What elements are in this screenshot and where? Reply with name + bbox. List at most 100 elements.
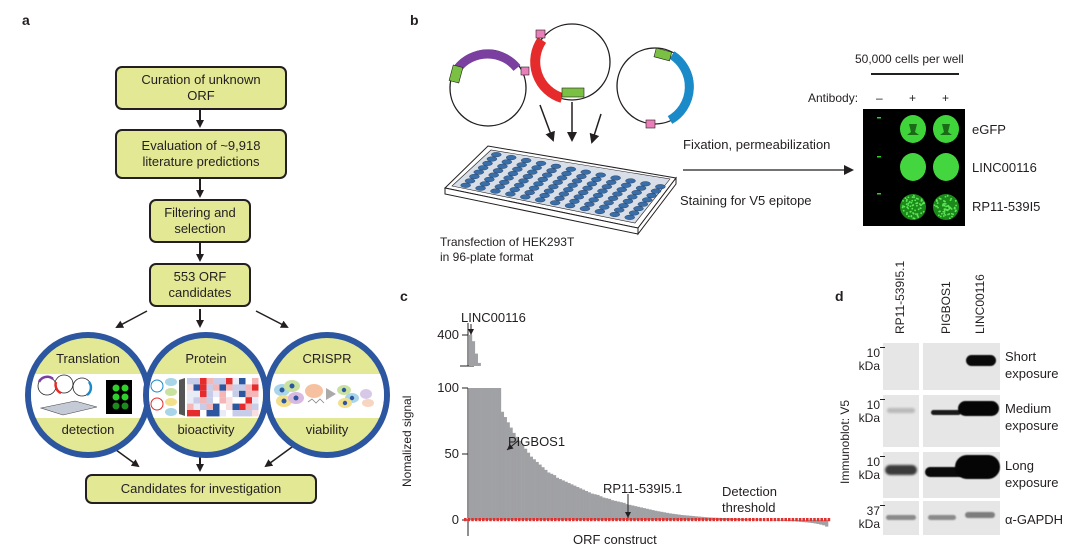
signal-bar (610, 500, 615, 520)
signal-bar (561, 480, 565, 520)
threshold-dot (514, 518, 517, 522)
chart-y-label: Nomalized signal (400, 395, 414, 487)
threshold-dot (608, 518, 611, 522)
threshold-dot (719, 518, 723, 522)
threshold-dot (604, 518, 607, 522)
transfection-illustration (443, 23, 854, 236)
cells-per-well-label: 50,000 cells per well (855, 52, 964, 66)
threshold-dot (741, 518, 744, 522)
heatmap-cell (193, 384, 200, 391)
signal-bar (469, 388, 473, 520)
signal-bar (660, 511, 664, 520)
threshold-dot (669, 518, 672, 522)
signal-bar (584, 490, 589, 520)
plate-well (576, 174, 587, 180)
signal-bar (648, 509, 652, 520)
speckle (942, 210, 945, 213)
speckle (954, 207, 956, 210)
speckle (919, 207, 922, 210)
panel-c-letter: c (400, 288, 408, 304)
speckle (948, 213, 951, 215)
blot-strip-right (923, 343, 1000, 390)
signal-bar (526, 452, 531, 520)
speckle (936, 205, 938, 208)
plate-well (548, 184, 559, 190)
speckle (943, 200, 945, 202)
plate-well (642, 197, 653, 203)
threshold-dot (521, 518, 525, 522)
plate-well (564, 203, 576, 209)
speckle (914, 209, 916, 212)
threshold-dot (503, 518, 507, 522)
heatmap-cell (232, 378, 239, 385)
threshold-dot (507, 518, 510, 522)
signal-bar (662, 512, 667, 520)
heatmap-cell (219, 378, 226, 385)
signal-bar (596, 494, 600, 520)
threshold-dot (518, 518, 521, 522)
heatmap-cell (252, 410, 259, 417)
speckle (910, 215, 913, 218)
signal-bar (544, 469, 548, 520)
blot-strip-left (883, 343, 919, 390)
exposure-line: Long (1005, 458, 1034, 473)
speckle (943, 208, 946, 211)
heatmap-cell (245, 384, 252, 391)
threshold-dot (755, 518, 759, 522)
speckle (950, 208, 953, 210)
threshold-dot (554, 518, 557, 522)
threshold-dot (539, 518, 543, 522)
band-linc00116 (958, 401, 999, 416)
heatmap-cell (206, 390, 213, 398)
fixation-label: Fixation, permeabilization (683, 137, 831, 152)
arrow (264, 446, 293, 468)
y-tick-label: 100 (437, 380, 459, 395)
signal-bar (810, 520, 814, 524)
speckle (937, 206, 939, 209)
threshold-dot (633, 518, 636, 522)
signal-bar (564, 481, 568, 520)
signal-bar (689, 515, 693, 520)
plate-well (518, 178, 529, 184)
band-gapdh (965, 512, 995, 518)
signal-bar (524, 448, 528, 520)
threshold-dot (492, 518, 496, 522)
signal-bar (576, 487, 580, 520)
cells-thumbnail-icon (274, 380, 374, 408)
well-row-label: RP11-539I5 (972, 199, 1041, 214)
threshold-dot (726, 518, 730, 522)
plate-well (579, 206, 591, 212)
well-row-label: eGFP (972, 122, 1006, 137)
speckle (923, 202, 926, 205)
band-gapdh (928, 515, 956, 520)
cells-per-well-bar (871, 73, 959, 75)
plate-well (484, 176, 495, 182)
speckle (938, 210, 941, 213)
lane-label: PIGBOS1 (939, 281, 953, 334)
mw-value: 37 (866, 504, 880, 518)
y-tick-label: 400 (437, 327, 459, 342)
threshold-dot (471, 518, 474, 522)
plasmid-icon (616, 47, 694, 129)
heatmap-cell (213, 397, 220, 404)
speckle (947, 206, 950, 208)
speckle (902, 205, 904, 207)
signal-bar (683, 515, 687, 520)
plate-well (582, 185, 593, 191)
plate-well (554, 195, 565, 201)
plate-well (486, 156, 498, 162)
threshold-dot (694, 518, 697, 522)
heatmap-cell (239, 410, 246, 417)
heatmap-cell (232, 410, 239, 417)
plate-well (556, 175, 568, 181)
heatmap-cell (193, 397, 200, 404)
signal-bar (503, 417, 507, 520)
plate-well (482, 160, 493, 166)
mw-value: 10 (866, 346, 880, 360)
plate-well (599, 204, 610, 210)
speckle (941, 204, 944, 207)
plate-well (595, 172, 606, 178)
signal-bar (706, 517, 710, 520)
plate-well (550, 163, 562, 169)
